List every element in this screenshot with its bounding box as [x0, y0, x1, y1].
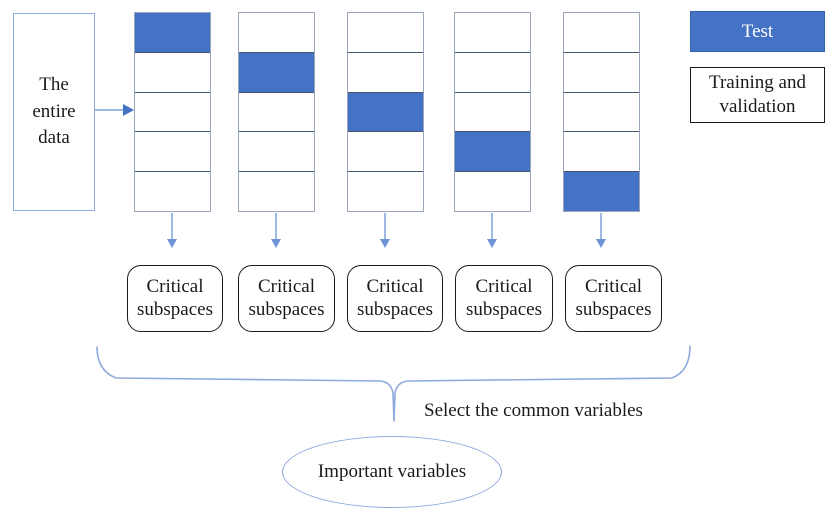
down-arrow-shaft — [384, 213, 386, 239]
critical-subspaces-box-4: Critical subspaces — [455, 265, 553, 332]
fold-cell-train — [564, 13, 639, 52]
right-arrow-head — [123, 104, 134, 116]
fold-cell-train — [348, 171, 423, 211]
down-arrow-head — [596, 239, 606, 248]
fold-cell-train — [455, 171, 530, 211]
down-arrow-head — [271, 239, 281, 248]
down-arrow-icon — [595, 213, 607, 248]
fold-cell-train — [564, 51, 639, 92]
critical-subspaces-box-3: Critical subspaces — [347, 265, 443, 332]
fold-cell-train — [135, 171, 210, 211]
critical-subspaces-box-5: Critical subspaces — [565, 265, 662, 332]
fold-cell-test — [564, 171, 639, 211]
down-arrow-icon — [270, 213, 282, 248]
brace-label: Select the common variables — [424, 400, 643, 421]
fold-cell-train — [348, 51, 423, 92]
fold-cell-train — [455, 13, 530, 52]
critical-subspaces-label: Critical subspaces — [357, 275, 433, 320]
entire-data-box: The entire data — [13, 13, 95, 211]
fold-cell-train — [348, 131, 423, 172]
down-arrow-shaft — [275, 213, 277, 239]
important-variables-label: Important variables — [317, 461, 467, 482]
legend-training-label: Training and validation — [709, 72, 806, 117]
down-arrow-icon — [486, 213, 498, 248]
down-arrow-icon — [166, 213, 178, 248]
fold-cell-test — [135, 13, 210, 52]
important-variables-ellipse: Important variables — [282, 436, 502, 508]
critical-subspaces-label: Critical subspaces — [575, 275, 652, 320]
down-arrow-shaft — [491, 213, 493, 239]
fold-cell-train — [239, 91, 314, 132]
down-arrow-head — [380, 239, 390, 248]
fold-cell-train — [564, 131, 639, 172]
critical-subspaces-label: Critical subspaces — [466, 275, 542, 320]
curly-brace-icon — [96, 345, 691, 422]
legend-test-label: Test — [741, 20, 774, 42]
down-arrow-icon — [379, 213, 391, 248]
fold-cell-test — [239, 51, 314, 92]
fold-cell-train — [348, 13, 423, 52]
fold-cell-test — [455, 131, 530, 172]
down-arrow-head — [487, 239, 497, 248]
fold-cell-train — [239, 171, 314, 211]
critical-subspaces-label: Critical subspaces — [137, 275, 213, 320]
critical-subspaces-label: Critical subspaces — [248, 275, 325, 320]
down-arrow-head — [167, 239, 177, 248]
down-arrow-shaft — [600, 213, 602, 239]
legend-training-box: Training and validation — [690, 67, 825, 123]
fold-column-4 — [454, 12, 531, 212]
legend-test-box: Test — [690, 11, 825, 52]
critical-subspaces-box-2: Critical subspaces — [238, 265, 335, 332]
fold-column-3 — [347, 12, 424, 212]
fold-cell-train — [135, 91, 210, 132]
entire-data-label: The entire data — [32, 74, 76, 149]
fold-column-2 — [238, 12, 315, 212]
fold-column-1 — [134, 12, 211, 212]
fold-cell-train — [239, 13, 314, 52]
right-arrow-shaft — [95, 109, 125, 111]
fold-cell-train — [455, 51, 530, 92]
right-arrow-icon — [95, 103, 134, 117]
fold-column-5 — [563, 12, 640, 212]
fold-cell-train — [455, 91, 530, 132]
fold-cell-train — [135, 131, 210, 172]
critical-subspaces-box-1: Critical subspaces — [127, 265, 223, 332]
fold-cell-train — [135, 51, 210, 92]
down-arrow-shaft — [171, 213, 173, 239]
fold-cell-test — [348, 91, 423, 132]
fold-cell-train — [564, 91, 639, 132]
fold-cell-train — [239, 131, 314, 172]
